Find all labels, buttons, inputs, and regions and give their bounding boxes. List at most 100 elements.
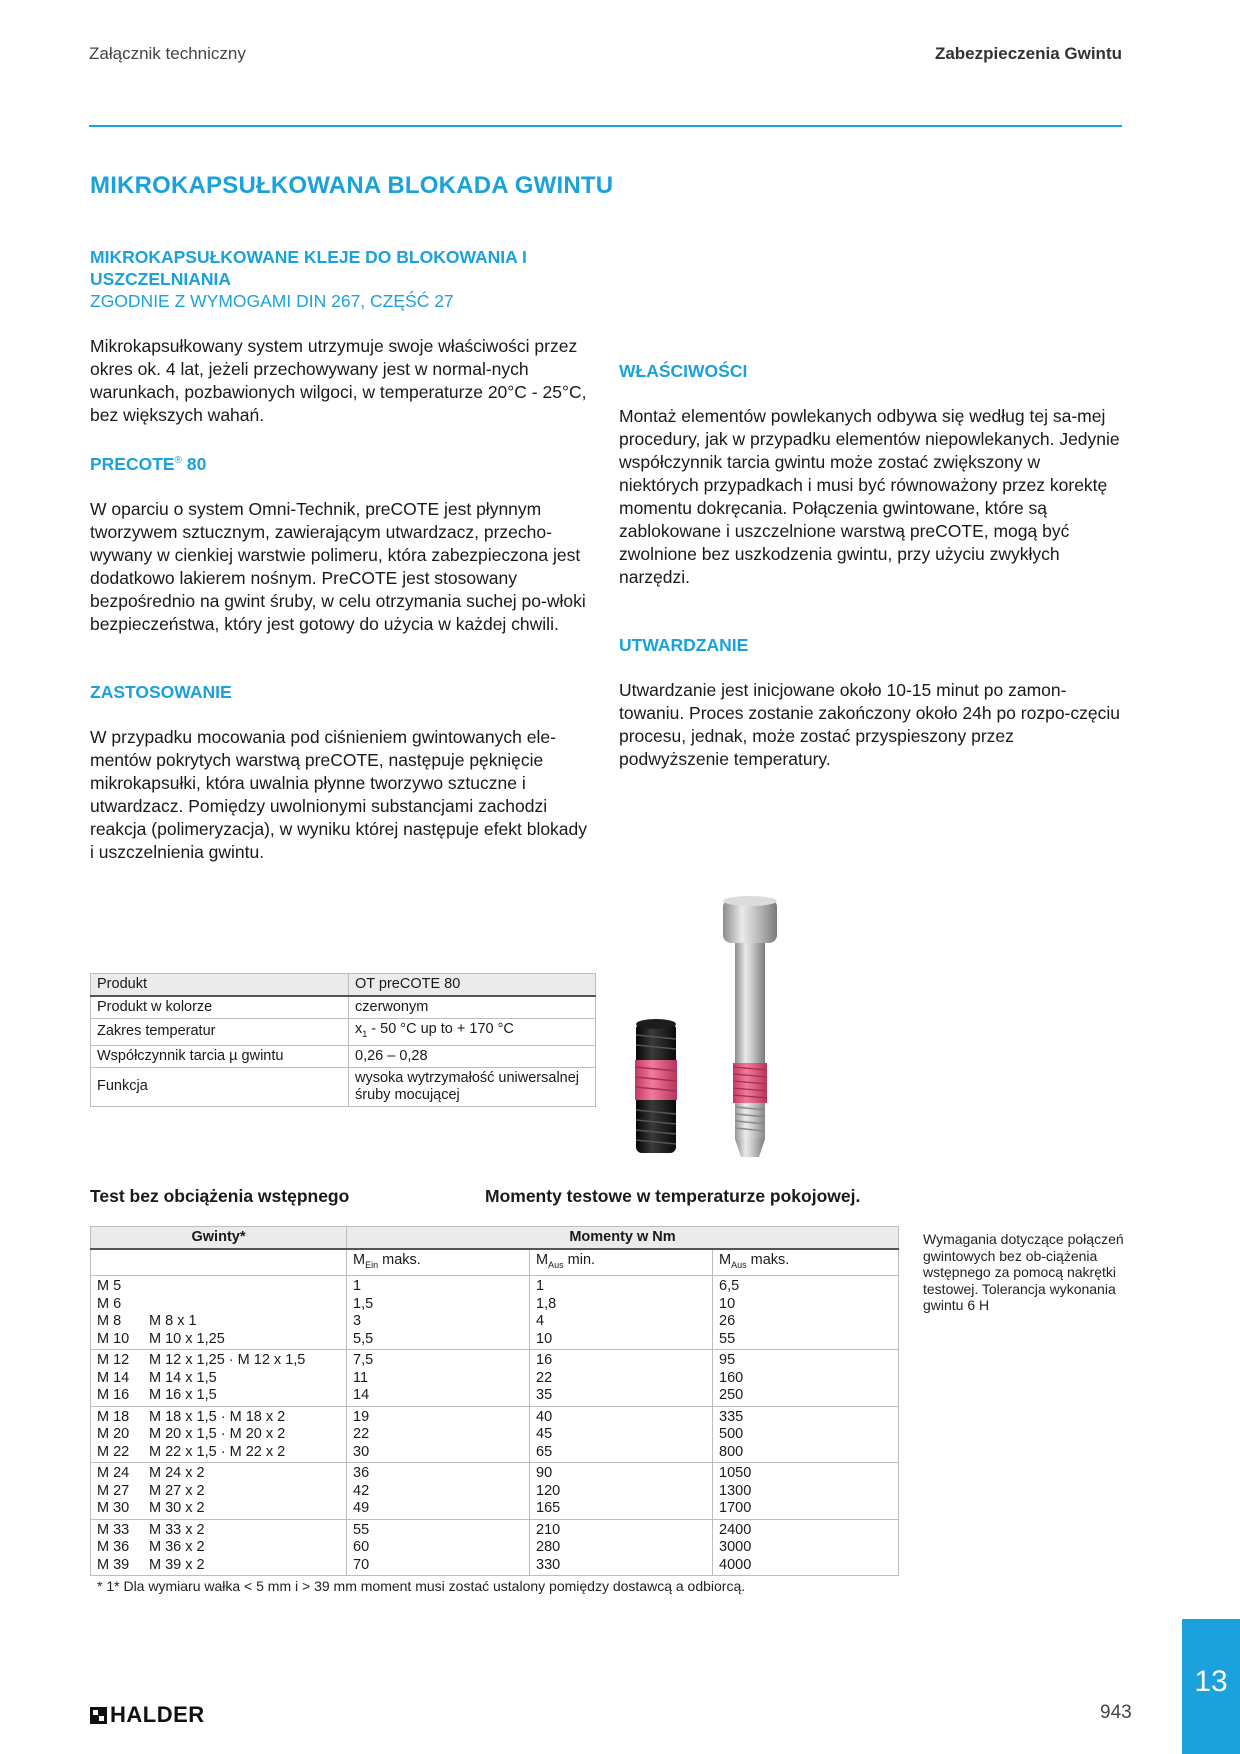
precote-paragraph: W oparciu o system Omni-Technik, preCOTE…: [90, 498, 586, 634]
intro-paragraph: Mikrokapsułkowany system utrzymuje swoje…: [90, 336, 587, 425]
coarse-thread: M 30: [97, 1500, 130, 1517]
coarse-thread: M 22: [97, 1443, 130, 1460]
moment-ein-max: 11: [346, 1369, 530, 1388]
temp-range: - 50 °C up to + 170 °C: [367, 1021, 514, 1037]
col-suffix: min.: [563, 1252, 596, 1268]
col-suffix: maks.: [746, 1252, 790, 1268]
precote-heading-text: PRECOTE: [90, 453, 175, 474]
moment-aus-max: 1050: [712, 1462, 899, 1483]
coarse-thread: M 27: [97, 1482, 130, 1499]
set-screw: [634, 1019, 678, 1153]
col-subscript: Aus: [731, 1259, 747, 1270]
col-symbol: M: [536, 1252, 549, 1268]
side-note: Wymagania dotyczące połączeń gwintowych …: [923, 1231, 1124, 1313]
moment-aus-min: 35: [529, 1387, 713, 1407]
footnote: * 1* Dla wymiaru wałka < 5 mm i > 39 mm …: [97, 1578, 746, 1594]
col-subscript: Ein: [365, 1259, 379, 1270]
temp-subscript: 1: [362, 1028, 368, 1039]
fine-thread: M 36 x 2: [149, 1539, 205, 1556]
test-heading-right: Momenty testowe w temperaturze pokojowej…: [485, 1186, 861, 1206]
coarse-thread: M 12: [97, 1352, 130, 1369]
spec-value: czerwonym: [348, 995, 596, 1019]
fine-thread: M 14 x 1,5: [149, 1369, 217, 1386]
coarse-thread: M 36: [97, 1539, 130, 1556]
coarse-thread: M 33: [97, 1521, 130, 1538]
moment-ein-max: 3: [346, 1313, 530, 1331]
moment-ein-max: 60: [346, 1539, 530, 1557]
fine-thread: M 18 x 1,5 · M 18 x 2: [149, 1408, 286, 1425]
logo-text: HALDER: [110, 1702, 205, 1727]
fine-thread: M 24 x 2: [149, 1465, 205, 1482]
coarse-thread: M 24: [97, 1465, 130, 1482]
moment-aus-max: 26: [712, 1313, 899, 1331]
fine-thread: M 10 x 1,25: [149, 1330, 225, 1347]
moment-ein-max: 7,5: [346, 1349, 530, 1370]
moments-header: Momenty w Nm: [346, 1226, 899, 1250]
coarse-thread: M 20: [97, 1426, 130, 1443]
coarse-thread: M 10: [97, 1330, 130, 1347]
col-subscript: Aus: [548, 1259, 564, 1270]
page-title: MIKROKAPSUŁKOWANA BLOKADA GWINTU: [90, 172, 614, 199]
moment-aus-max: 1700: [712, 1500, 899, 1520]
moment-ein-max: 19: [346, 1406, 530, 1427]
table-row: Zakres temperatur x1 - 50 °C up to + 170…: [90, 1018, 596, 1046]
utwardzanie-heading: UTWARDZANIE: [619, 635, 749, 655]
threads-header: Gwinty*: [90, 1226, 347, 1250]
thread-cell: M 5: [90, 1275, 347, 1296]
spec-value: 0,26 – 0,28: [348, 1044, 596, 1068]
table-header-row: Gwinty* Momenty w Nm: [90, 1226, 899, 1250]
right-column: WŁAŚCIWOŚCI Montaż elementów powlekanych…: [619, 360, 1124, 771]
moment-ein-max: 55: [346, 1519, 530, 1540]
moment-aus-min: 10: [529, 1330, 713, 1351]
wlasciwosci-paragraph: Montaż elementów powlekanych odbywa się …: [619, 406, 1120, 587]
left-column: MIKROKAPSUŁKOWANE KLEJE DO BLOKOWANIA I …: [90, 246, 590, 864]
moment-aus-min: 40: [529, 1406, 713, 1427]
aus-min-header: MAus min.: [529, 1249, 713, 1277]
moment-ein-max: 70: [346, 1556, 530, 1577]
moment-ein-max: 14: [346, 1387, 530, 1407]
moment-aus-min: 1: [529, 1275, 713, 1296]
moment-aus-max: 500: [712, 1426, 899, 1444]
moment-aus-min: 1,8: [529, 1295, 713, 1314]
registered-mark: ®: [174, 455, 182, 466]
coarse-thread: M 5: [97, 1278, 122, 1295]
moment-aus-min: 165: [529, 1500, 713, 1520]
spec-label: Produkt w kolorze: [90, 995, 349, 1019]
logo-icon: [90, 1706, 107, 1724]
header-divider: [89, 125, 1122, 127]
moment-aus-max: 10: [712, 1295, 899, 1314]
header-chapter-title: Zabezpieczenia Gwintu: [934, 44, 1122, 63]
spec-value: OT preCOTE 80: [348, 973, 596, 997]
halder-logo: HALDER: [90, 1702, 205, 1727]
moment-ein-max: 22: [346, 1426, 530, 1444]
moment-aus-max: 95: [712, 1349, 899, 1370]
col-symbol: M: [719, 1252, 732, 1268]
cap-screw: [723, 896, 777, 1157]
moment-aus-max: 3000: [712, 1539, 899, 1557]
moment-aus-min: 22: [529, 1369, 713, 1388]
coarse-thread: M 39: [97, 1556, 130, 1573]
zastosowanie-paragraph: W przypadku mocowania pod ciśnieniem gwi…: [90, 726, 588, 862]
thread-cell: M 36 M 36 x 2: [90, 1539, 347, 1557]
table-row: Produkt OT preCOTE 80: [90, 973, 596, 997]
moment-aus-max: 800: [712, 1443, 899, 1464]
thread-cell: M 6: [90, 1295, 347, 1314]
moment-ein-max: 1,5: [346, 1295, 530, 1314]
moment-aus-max: 160: [712, 1369, 899, 1388]
spec-label: Produkt: [90, 973, 349, 997]
moment-ein-max: 5,5: [346, 1330, 530, 1351]
